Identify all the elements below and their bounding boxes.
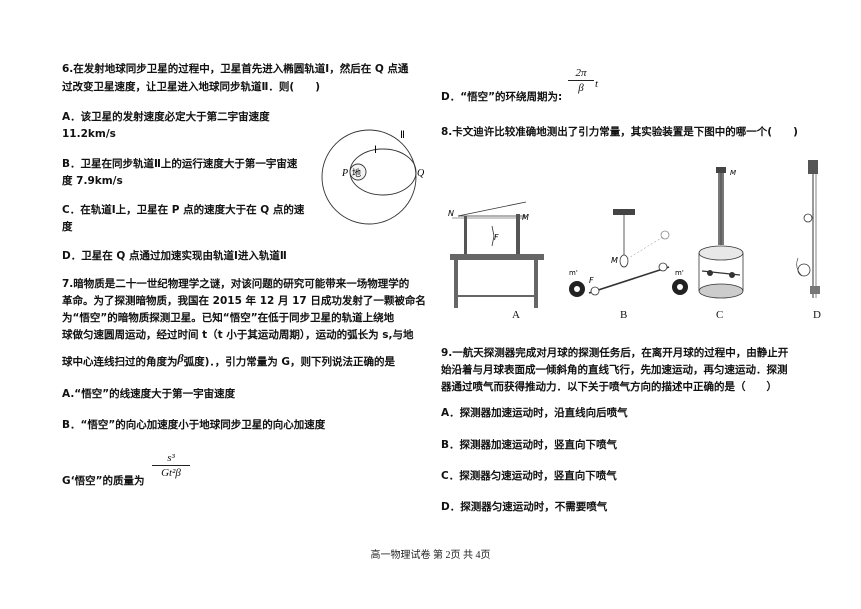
q6-option-c-cont: 度 [62,221,73,233]
q9-stem-line1: 9.一航天探测器完成对月球的探测任务后，在离开月球的过程中，由静止开 [441,347,789,359]
q7-stem-line3: 为“悟空”的暗物质探测卫星。已知“悟空”在低于同步卫星的轨道上绕地 [62,312,395,324]
q6-stem-line2: 过改变卫星速度，让卫星进入地球同步轨道Ⅱ．则( ) [62,81,321,93]
apparatus-b-m-small: m' [569,269,578,277]
orbit-2-label: Ⅱ [400,130,405,141]
apparatus-a-table-top [450,254,544,260]
q7-stem-line5-b: 弧度)．，引力常量为 G，则下列说法正确的是 [183,356,395,368]
q9-option-c: C．探测器匀速运动时，竖直向下喷气 [441,470,617,482]
q7-period-numerator: 2π [575,67,587,79]
q9-option-b: B．探测器加速运动时，竖直向下喷气 [441,439,618,451]
apparatus-b-mount [613,209,635,215]
apparatus-c-m: M [730,169,736,177]
q7-option-d: D．“悟空”的环绕周期为: [441,91,563,103]
orbit-1-label: Ⅰ [374,145,377,156]
apparatus-a-rod-left [464,216,467,254]
q7-mass-fraction: s³ Gt²β [152,452,190,479]
apparatus-a: N M F [448,201,544,308]
q7-period-t: t [595,78,599,90]
apparatus-b-f: F [589,276,594,285]
q6-option-b: B．卫星在同步轨道Ⅱ上的运行速度大于第一宇宙速 [62,158,298,170]
apparatus-c: M [698,167,744,299]
q6-option-a: A．该卫星的发射速度必定大于第二宇宙速度 [62,111,270,123]
q6-stem-line1: 6.在发射地球同步卫星的过程中，卫星首先进入椭圆轨道Ⅰ，然后在 Q 点通 [62,63,409,75]
q7-mass-numerator: s³ [167,452,175,464]
q9-option-d: D．探测器匀速运动时，不需要喷气 [441,501,608,513]
point-p-label: P [341,168,348,179]
q7-stem-line2: 革命。为了探测暗物质，我国在 2015 年 12 月 17 日成功发射了一颗被命… [62,295,426,307]
q7-stem-line5: 球中心连线扫过的角度为β弧度)．，引力常量为 G，则下列说法正确的是 [62,351,395,369]
q6-option-a-cont: 11.2km/s [62,128,116,140]
q8-stem: 8.卡文迪许比较准确地测出了引力常量，其实验装置是下图中的哪一个( ) [441,126,798,138]
orbit-diagram: 地 P Q Ⅰ Ⅱ [321,129,425,225]
q7-option-a: A.“悟空”的线速度大于第一宇宙速度 [62,388,236,400]
q6-option-d: D．卫星在 Q 点通过加速实现由轨道Ⅰ进入轨道Ⅱ [62,250,287,262]
earth-circle [349,163,367,181]
apparatus-a-rod-right [516,214,520,254]
apparatus-b: M F m' m' [569,209,688,297]
q7-period-fraction: 2π β [568,67,594,94]
apparatus-b-label: B [620,309,628,321]
apparatus-a-f: F [494,233,499,242]
point-q-label: Q [417,168,425,179]
apparatus-b-m: M [611,256,618,265]
q7-stem-line4: 球做匀速圆周运动，经过时间 t（t 小于其运动周期），运动的弧长为 s,与地 [62,329,414,341]
q6-option-c: C．在轨道Ⅰ上，卫星在 P 点的速度大于在 Q 点的速 [62,204,305,216]
apparatus-c-label: C [716,309,724,321]
q7-period-denominator: β [578,82,584,94]
q9-option-a: A．探测器加速运动时，沿直线向后喷气 [441,407,628,419]
earth-label: 地 [352,167,361,179]
apparatus-a-m: M [522,213,529,222]
apparatus-d-label: D [813,309,821,321]
q7-option-c: G‘悟空”的质量为 [62,475,145,487]
q9-stem-line3: 器通过喷气而获得推动力．以下关于喷气方向的描述中正确的是（ ） [441,381,777,393]
q7-beta-symbol: β [177,351,184,365]
apparatus-b-m-prime: m' [675,269,684,277]
q9-stem-line2: 始沿着与月球表面成一倾斜角的直线飞行，先加速运动，再匀速运动．探测 [441,364,788,376]
apparatus-a-n: N [448,209,454,218]
apparatus-a-label: A [512,309,520,321]
q7-option-b: B．“悟空”的向心加速度小于地球同步卫星的向心加速度 [62,419,326,431]
apparatus-d-head [808,160,818,174]
page-footer: 高一物理试卷 第 2页 共 4页 [370,550,491,561]
q7-stem-line5-a: 球中心连线扫过的角度为 [62,356,178,368]
q6-option-b-cont: 度 7.9km/s [62,175,123,187]
q7-stem-line1: 7.暗物质是二十一世纪物理学之谜，对该问题的研究可能带来一场物理学的 [62,278,410,290]
apparatus-d [796,160,820,298]
apparatus-b-beam [588,266,670,294]
orbit-2-circle [321,129,417,225]
q7-mass-denominator: Gt²β [161,467,181,479]
apparatus-c-cylinder-top [698,245,744,261]
